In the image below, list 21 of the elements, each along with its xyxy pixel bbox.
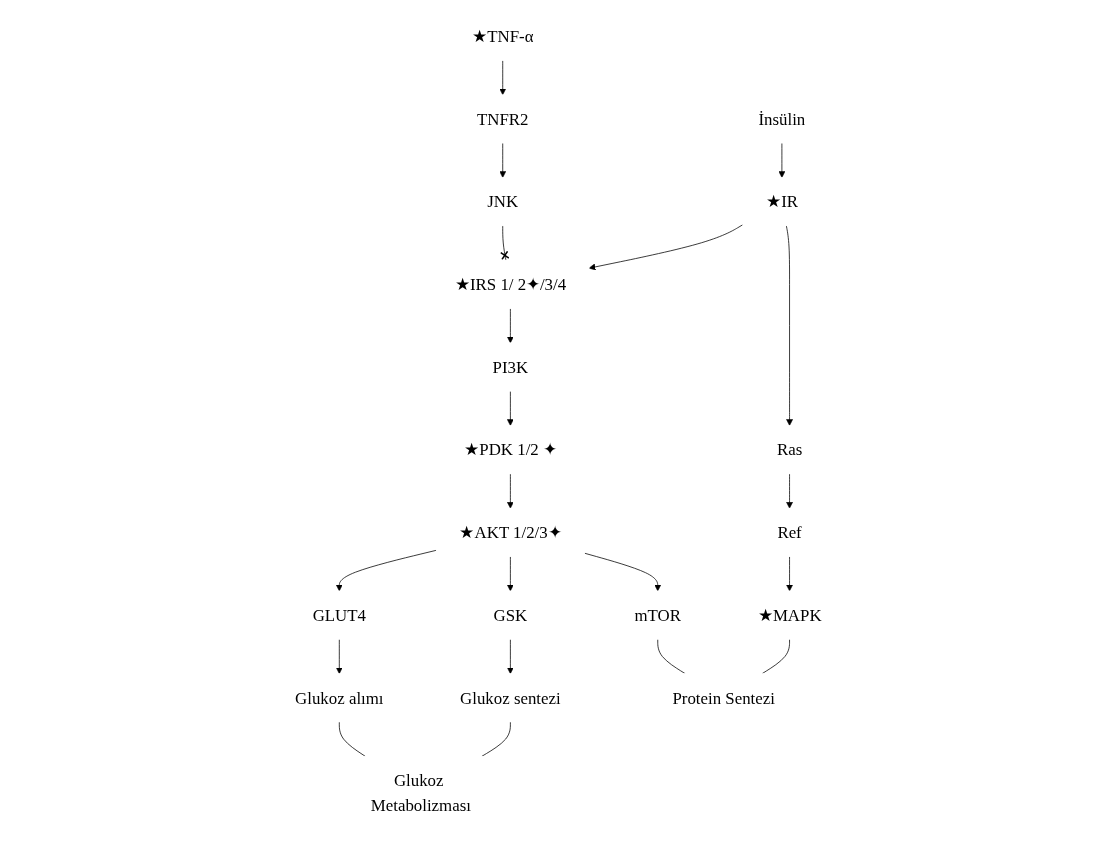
node-text: Glukoz sentezi [460, 687, 561, 707]
node-text: İnsülin [758, 108, 806, 129]
node-text: Protein Sentezi [672, 687, 776, 707]
node-text: ★MAPK [757, 605, 822, 625]
node-text: Ras [777, 439, 803, 459]
node-text: Glukoz alımı [295, 687, 384, 707]
node-text: PI3K [492, 356, 529, 377]
node-text: GSK [493, 605, 528, 625]
node-text: ★PDK 1/2 ✦ [464, 439, 557, 459]
connector [657, 638, 686, 674]
node-text: ★TNF-α [472, 26, 534, 46]
node-text: TNFR2 [477, 108, 529, 129]
node-text: GLUT4 [312, 605, 367, 625]
node-text: Glukoz Metabolizması [370, 770, 472, 815]
node-text: Ref [777, 522, 802, 542]
node-text: ★IR [766, 191, 799, 211]
node-text: JNK [487, 191, 519, 211]
connector [761, 638, 791, 674]
node-text: ★IRS 1/ 2✦/3/4 [454, 274, 567, 294]
node-text: mTOR [634, 605, 682, 625]
node-text: ★AKT 1/2/3✦ [459, 522, 562, 542]
